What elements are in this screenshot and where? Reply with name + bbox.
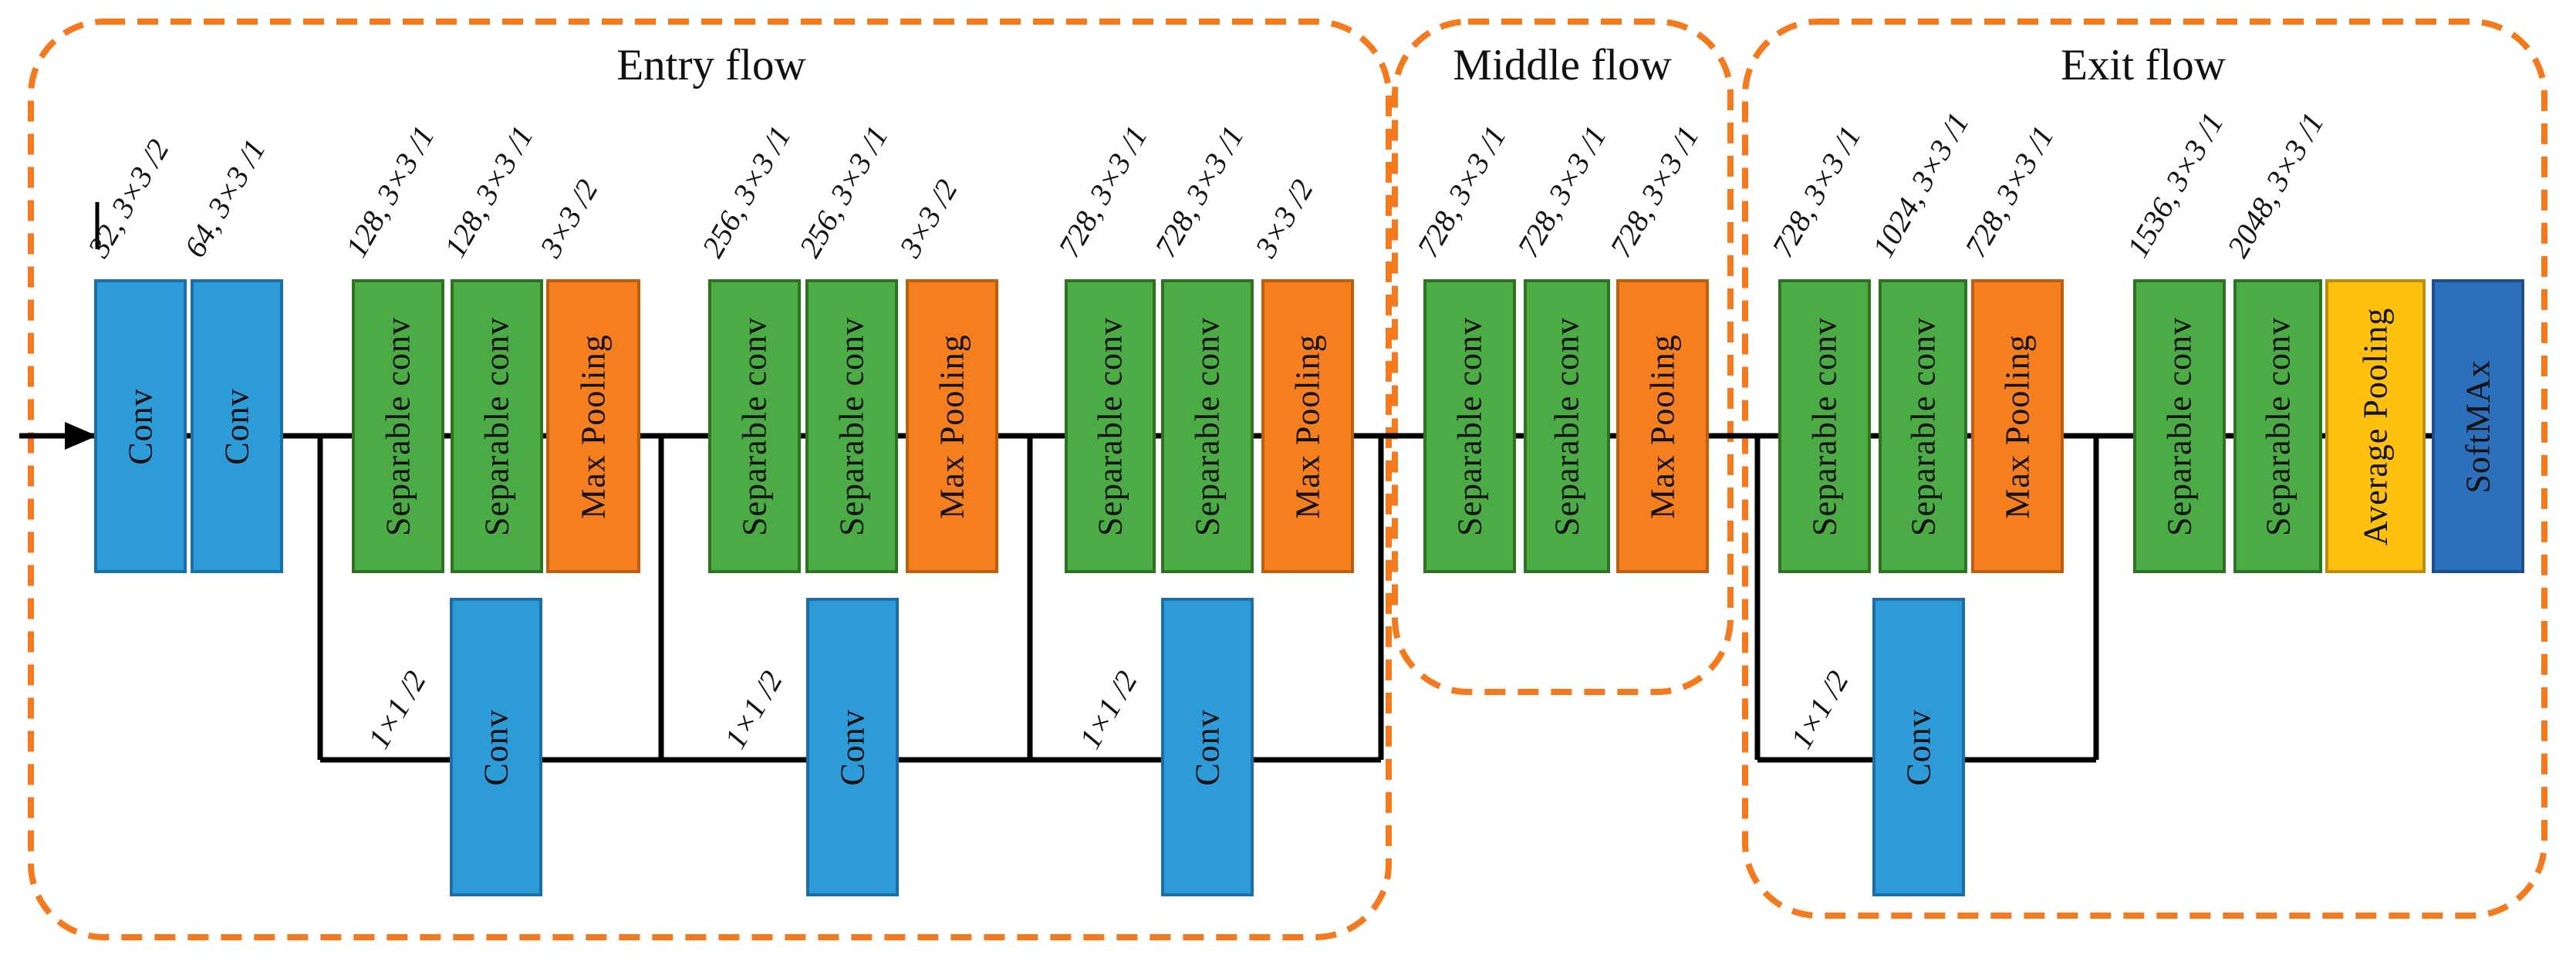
block-text: Max Pooling — [574, 333, 613, 519]
entry-skip-conv-block: Conv — [806, 598, 899, 896]
block-text: Max Pooling — [1288, 333, 1327, 519]
block-text: Max Pooling — [933, 333, 971, 519]
entry-sep-block: Separable conv — [1065, 279, 1156, 573]
middle-sep-block: Separable conv — [1524, 279, 1610, 573]
block-text: SoftMAx — [2459, 359, 2497, 494]
block-text: Separable conv — [2259, 316, 2297, 536]
block-text: Conv — [1188, 708, 1227, 786]
block-text: Separable conv — [1188, 316, 1227, 536]
exit-sep-block: Separable conv — [1778, 279, 1871, 573]
entry-sep-block: Separable conv — [805, 279, 898, 573]
block-text: Max Pooling — [1998, 333, 2037, 519]
block-text: Conv — [477, 708, 515, 786]
block-text: Separable conv — [1805, 316, 1844, 536]
block-text: Conv — [1899, 708, 1938, 786]
entry-sep-block: Separable conv — [1161, 279, 1254, 573]
entry-sep-block: Separable conv — [451, 279, 543, 573]
entry-sep-block: Separable conv — [352, 279, 444, 573]
exit-flow-box — [1742, 19, 2547, 919]
block-text: Separable conv — [478, 316, 516, 536]
block-text: Separable conv — [379, 316, 417, 536]
exit-skip-conv-block: Conv — [1872, 598, 1965, 896]
exit-sep-block: Separable conv — [2133, 279, 2226, 573]
block-text: Separable conv — [1548, 316, 1586, 536]
exit-sep-block: Separable conv — [2233, 279, 2322, 573]
exit-avg-block: Average Pooling — [2325, 279, 2426, 573]
block-text: Separable conv — [1904, 316, 1942, 536]
entry-flow-title: Entry flow — [616, 41, 806, 89]
entry-skip-conv-block: Conv — [1161, 598, 1254, 896]
entry-conv-block: Conv — [94, 279, 187, 573]
exit-sep-block: Separable conv — [1879, 279, 1967, 573]
exit-softmax-block: SoftMAx — [2432, 279, 2524, 573]
entry-max-block: Max Pooling — [1261, 279, 1354, 573]
middle-flow-box — [1392, 19, 1734, 695]
middle-sep-block: Separable conv — [1423, 279, 1516, 573]
exit-max-block: Max Pooling — [1971, 279, 2064, 573]
block-text: Conv — [218, 387, 256, 465]
block-text: Conv — [121, 387, 160, 465]
block-text: Average Pooling — [2356, 307, 2395, 545]
entry-conv-block: Conv — [191, 279, 283, 573]
entry-skip-conv-block: Conv — [450, 598, 542, 896]
block-text: Separable conv — [2160, 316, 2199, 536]
block-text: Separable conv — [1091, 316, 1129, 536]
block-text: Separable conv — [832, 316, 871, 536]
entry-max-block: Max Pooling — [546, 279, 640, 573]
entry-flow-box — [28, 19, 1392, 940]
entry-sep-block: Separable conv — [708, 279, 801, 573]
exit-flow-title: Exit flow — [2061, 41, 2226, 89]
middle-max-block: Max Pooling — [1616, 279, 1709, 573]
block-text: Conv — [833, 708, 872, 786]
block-text: Max Pooling — [1643, 333, 1682, 519]
entry-max-block: Max Pooling — [906, 279, 998, 573]
block-text: Separable conv — [1450, 316, 1489, 536]
input-arrow-icon — [65, 422, 97, 450]
middle-flow-title: Middle flow — [1453, 41, 1672, 89]
block-text: Separable conv — [735, 316, 774, 536]
